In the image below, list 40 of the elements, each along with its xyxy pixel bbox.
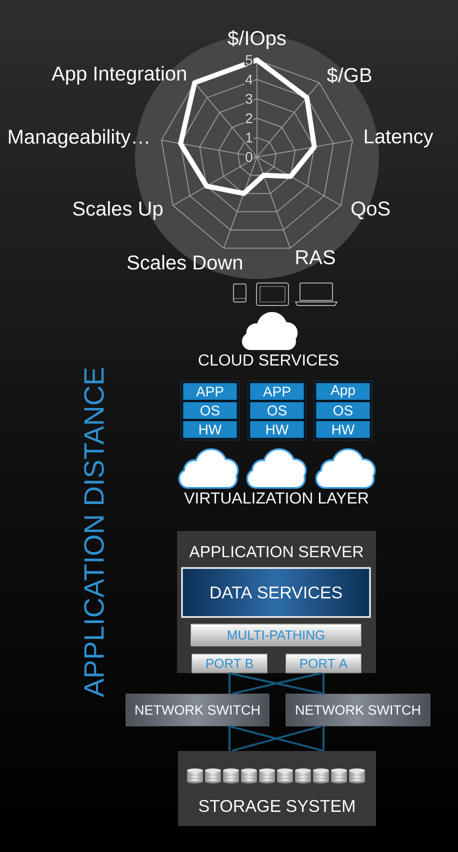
connector-line (228, 726, 230, 751)
layer-box: OS (250, 402, 304, 420)
service-panel: DATA SERVICES (181, 567, 371, 618)
connector-line (322, 726, 324, 751)
layer-label: VIRTUALIZATION LAYER (184, 492, 368, 504)
cloud-shape (315, 448, 376, 489)
axis-label: Manageability… (8, 129, 148, 148)
layer-box: App (316, 382, 370, 400)
layer-box: HW (316, 420, 370, 438)
port-box: PORT B (192, 654, 268, 674)
axis-label: Scales Up (73, 201, 163, 220)
axis-label: App Integration (52, 66, 186, 85)
layer-box: OS (182, 402, 238, 420)
node-label: CLOUD SERVICES (198, 354, 338, 366)
tick-label: 2 (244, 112, 254, 124)
layer-box: OS (316, 402, 370, 420)
tick-label: 4 (244, 74, 254, 85)
axis-label: Latency (364, 130, 434, 148)
switch-box: NETWORK SWITCH (126, 694, 270, 726)
layer-box: APP (250, 382, 304, 400)
axis-label: $/GB (327, 67, 372, 84)
port-box: PORT A (286, 654, 362, 674)
vertical-title: APPLICATION DISTANCE (84, 368, 104, 698)
connector-line (228, 673, 230, 694)
tick-label: 1 (244, 132, 254, 144)
layer-box: HW (182, 420, 238, 438)
axis-label: $/IOps (228, 30, 286, 50)
tick-label: 5 (244, 54, 254, 66)
connector-line (322, 673, 324, 694)
label-bar: MULTI-PATHING (190, 624, 362, 646)
switch-box: NETWORK SWITCH (286, 694, 430, 726)
tick-label: 0 (244, 151, 254, 163)
layer-box: APP (182, 382, 238, 400)
axis-label: RAS (296, 250, 335, 264)
axis-label: Scales Down (128, 254, 242, 270)
tick-label: 3 (244, 93, 254, 104)
cloud-shape (178, 448, 239, 489)
axis-label: QoS (352, 202, 390, 220)
layer-box: HW (250, 420, 304, 438)
cloud-shape (246, 448, 307, 489)
